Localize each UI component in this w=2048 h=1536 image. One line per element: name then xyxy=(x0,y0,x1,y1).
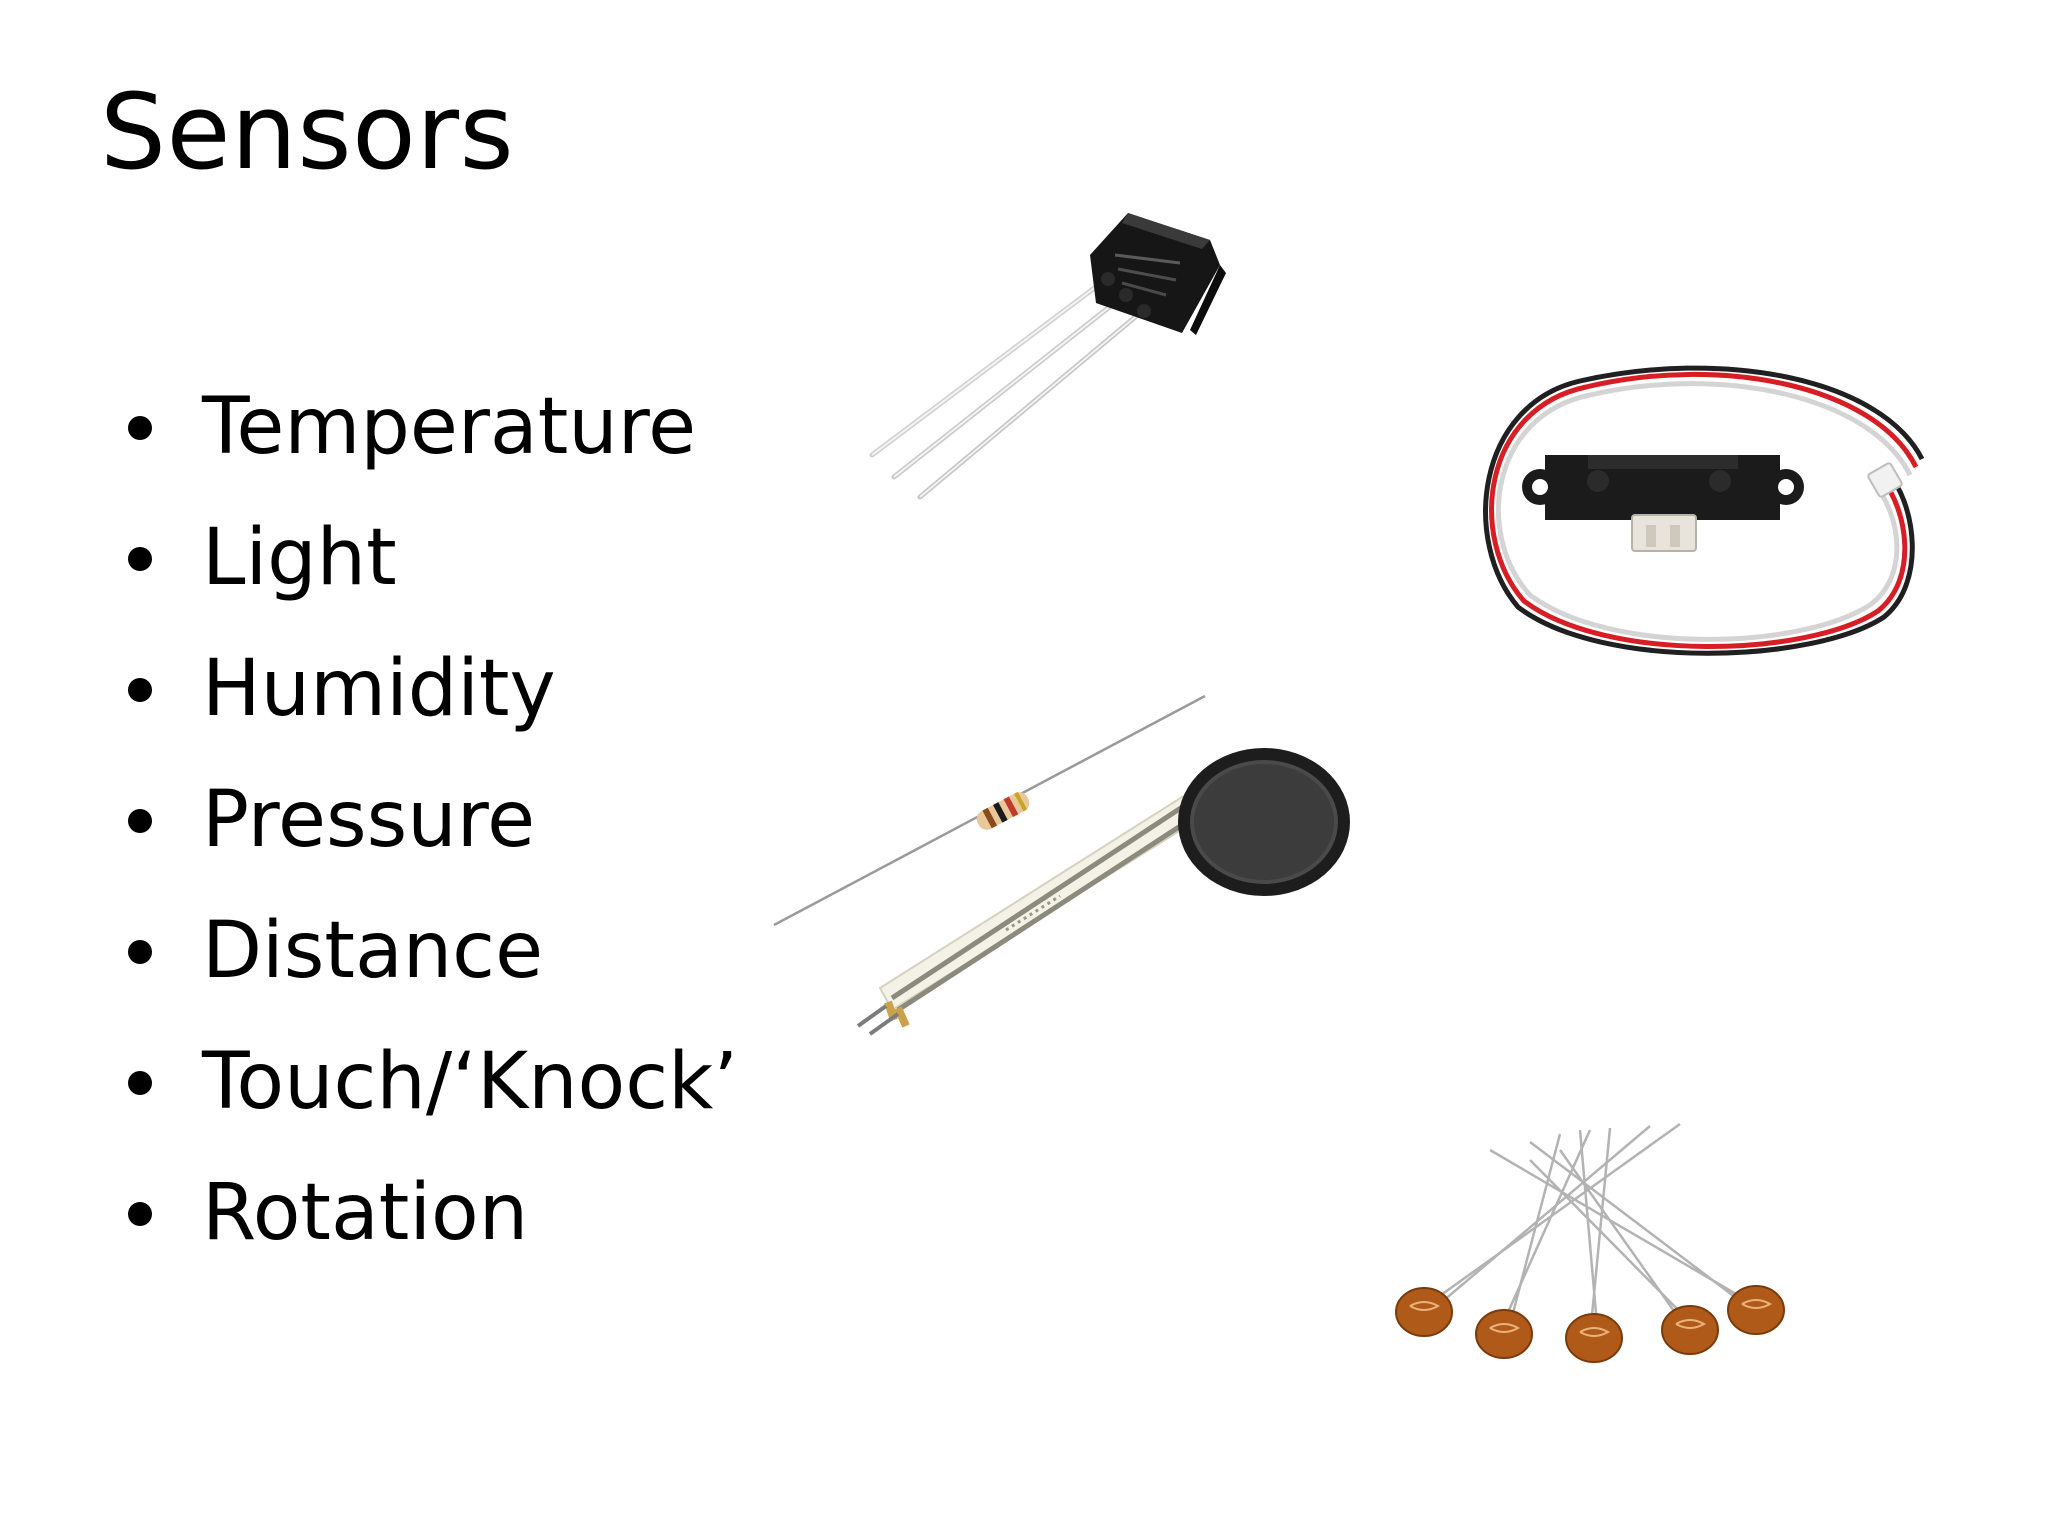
bullet-dot-icon xyxy=(128,809,152,833)
pressure-sensor-image xyxy=(773,694,1350,1036)
bullet-label: Light xyxy=(202,513,397,603)
bullet-label: Touch/‘Knock’ xyxy=(202,1037,739,1127)
bullet-dot-icon xyxy=(128,416,152,440)
bullet-dot-icon xyxy=(128,1071,152,1095)
bullet-label: Rotation xyxy=(202,1168,529,1258)
bullet-label: Temperature xyxy=(202,382,697,472)
bullet-dot-icon xyxy=(128,678,152,702)
slide-title: Sensors xyxy=(100,71,515,193)
temperature-sensor-image xyxy=(869,213,1226,500)
light-sensor-image xyxy=(1395,1122,1785,1363)
bullet-label: Humidity xyxy=(202,644,556,734)
bullet-label: Distance xyxy=(202,906,544,996)
bullet-dot-icon xyxy=(128,940,152,964)
bullet-dot-icon xyxy=(128,1202,152,1226)
distance-sensor-image xyxy=(1483,365,1925,656)
bullet-dot-icon xyxy=(128,547,152,571)
bullet-label: Pressure xyxy=(202,775,536,865)
